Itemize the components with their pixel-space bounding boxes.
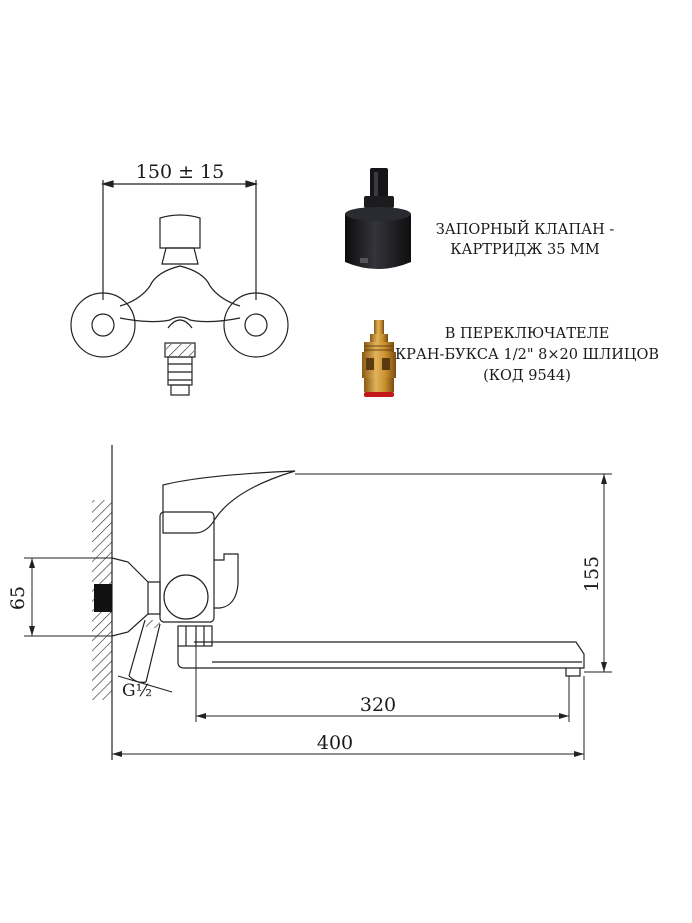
valve-caption-line2: КРАН-БУКСА 1/2" 8×20 ШЛИЦОВ [395,347,659,363]
dim-155-label: 155 [581,556,603,592]
dim-400-label: 400 [317,732,353,754]
side-view [111,470,585,683]
dim-320-label: 320 [360,694,396,716]
pipe-inlet [94,584,112,612]
valve-cartridge-image [362,320,396,397]
connector-hatch [146,620,160,628]
front-view [70,180,289,396]
valve-caption-line1: В ПЕРЕКЛЮЧАТЕЛЕ [445,326,610,342]
diverter-hatch [166,344,194,356]
cartridge-caption-line1: ЗАПОРНЫЙ КЛАПАН - [436,219,615,238]
thread-label: G½ [122,681,152,701]
cartridge-caption-line2: КАРТРИДЖ 35 ММ [450,242,600,258]
valve-caption-line3: (КОД 9544) [483,368,571,384]
cartridge-image [345,168,411,269]
front-width-dimension: 150 ± 15 [136,161,224,183]
dim-65-label: 65 [7,586,29,610]
dimension-lines [24,473,612,760]
dimension-arrows [29,474,607,757]
